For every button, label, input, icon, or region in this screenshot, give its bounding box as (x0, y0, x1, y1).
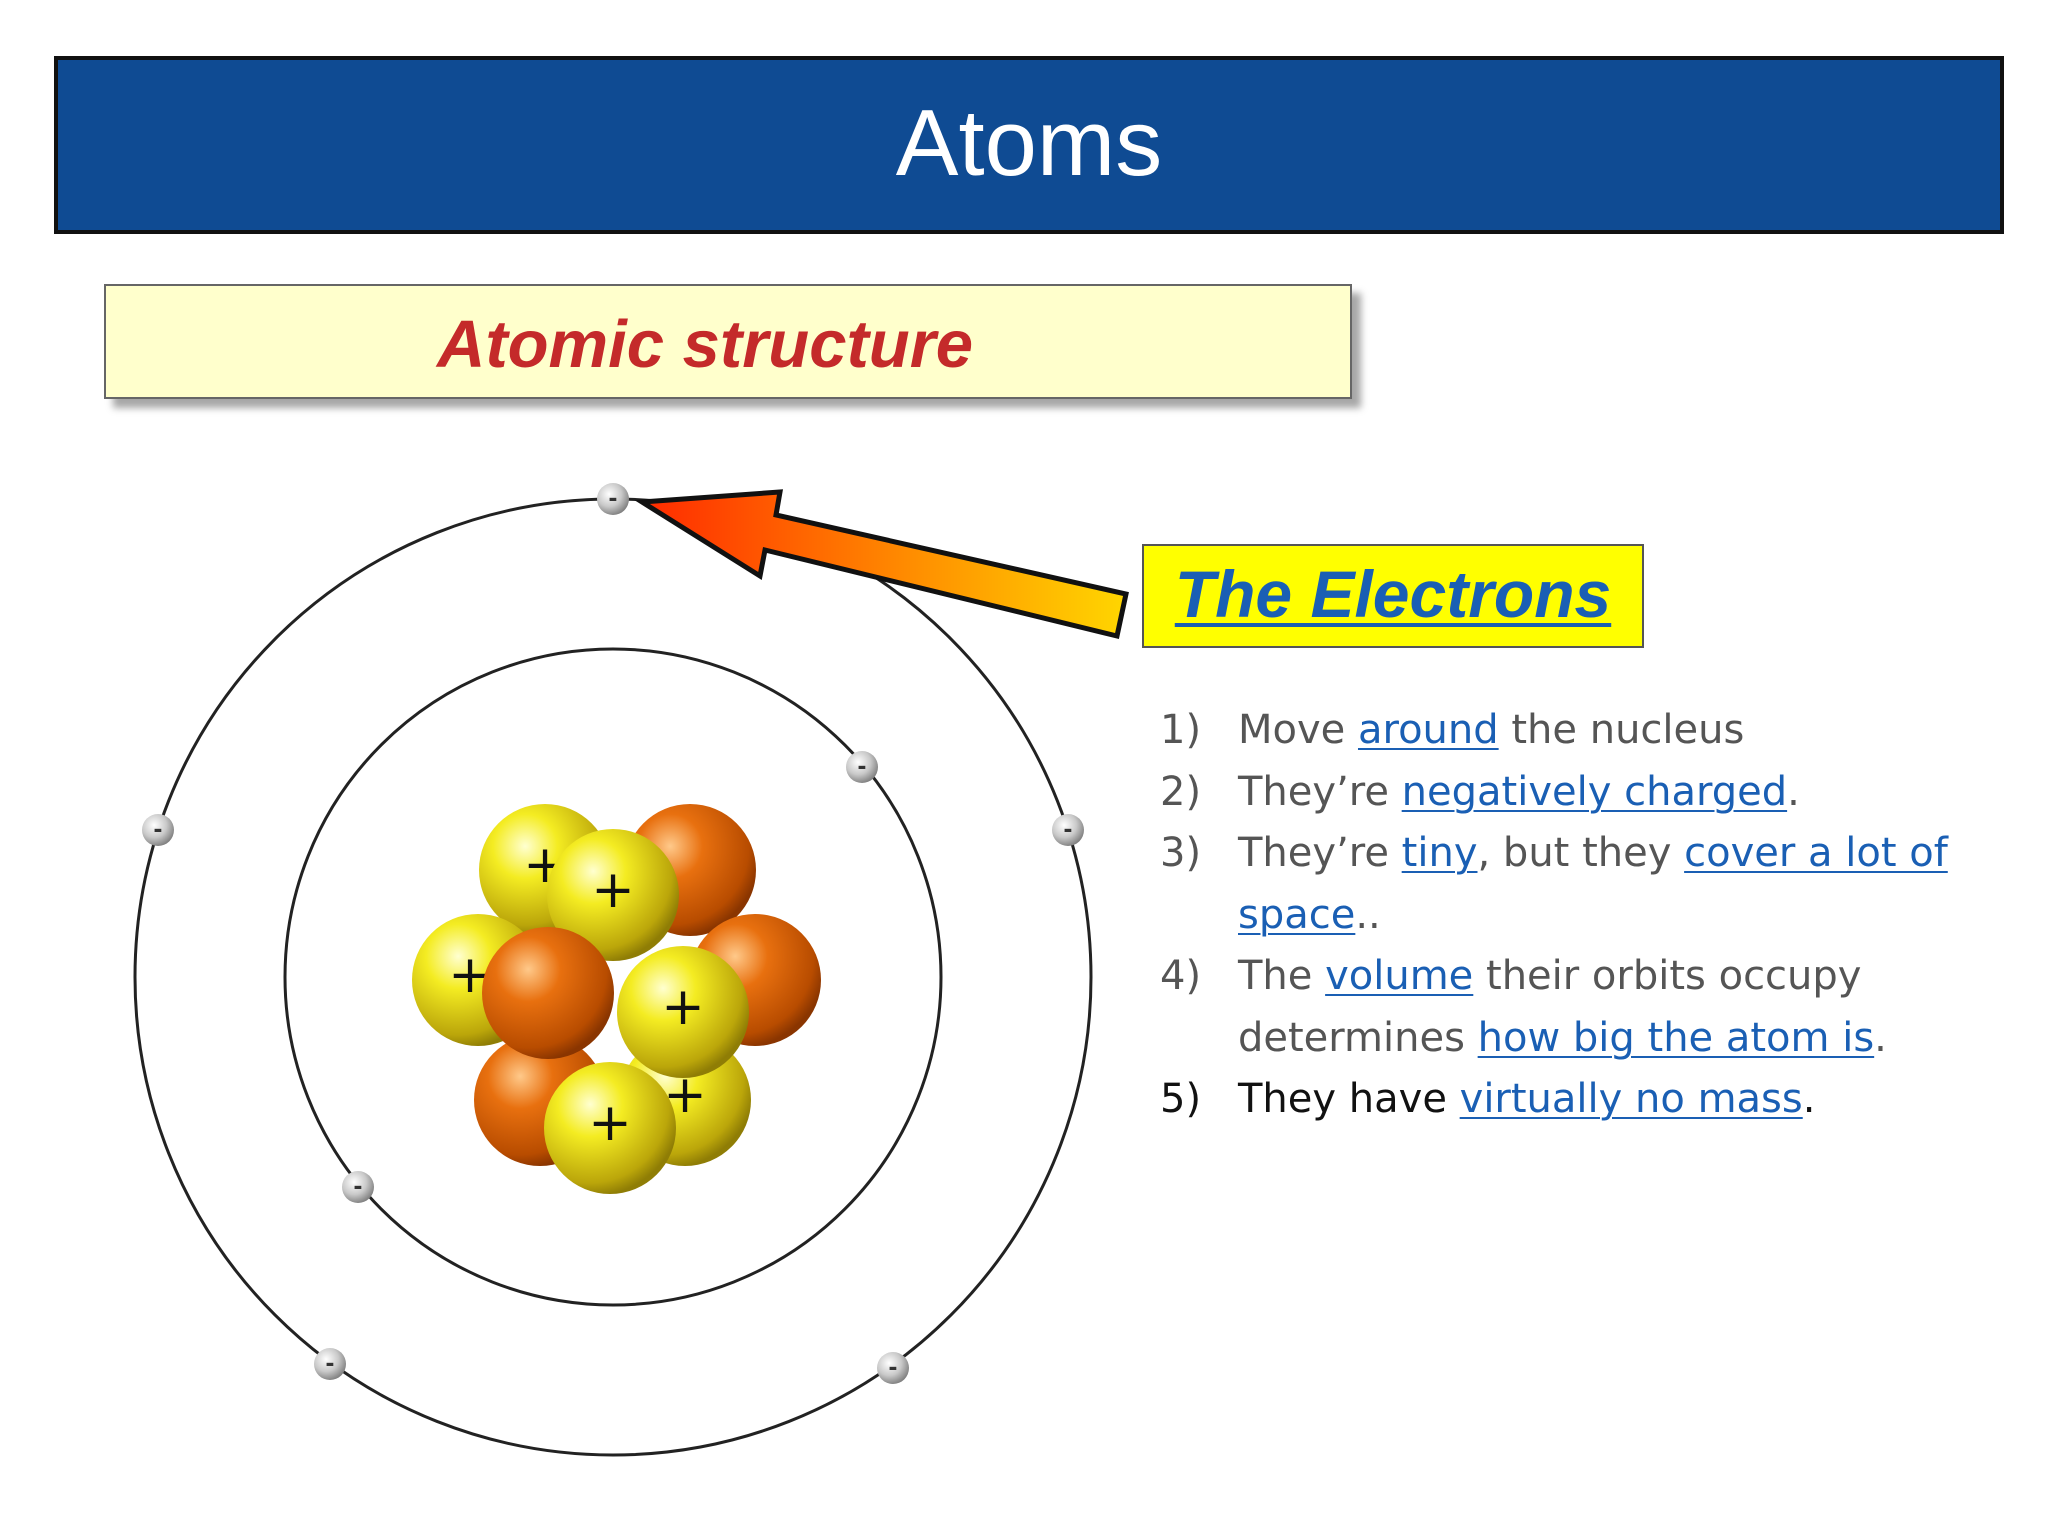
svg-text:-: - (857, 755, 866, 780)
neutron (482, 927, 614, 1059)
outer-orbit (133, 497, 1093, 1457)
fact-item: 1) Move around the nucleus (1160, 700, 1990, 762)
fact-text: The (1238, 953, 1326, 999)
electron: - (314, 1348, 346, 1380)
fact-text: . (1787, 768, 1800, 815)
fact-text: . (1802, 1076, 1816, 1122)
link-around[interactable]: around (1357, 707, 1499, 753)
fact-text: Move (1238, 707, 1358, 753)
proton-sign: + (588, 1093, 632, 1153)
fact-text: the nucleus (1498, 707, 1745, 753)
fact-text: They have (1238, 1076, 1460, 1122)
facts-list: 1) Move around the nucleus 2) They’re nega… (1160, 700, 1990, 1131)
fact-text: . (1874, 1014, 1887, 1061)
callout-box: The Electrons (1142, 544, 1644, 648)
fact-text: .. (1355, 891, 1381, 938)
link-volume[interactable]: volume (1325, 953, 1474, 999)
arrow-icon (634, 489, 1129, 640)
fact-item: 3) They’re tiny, but they cover a lot of … (1160, 823, 1990, 946)
svg-text:-: - (153, 818, 162, 843)
slide-title: Atoms (895, 90, 1163, 195)
title-bar: Atoms (54, 56, 2004, 234)
link-atom-size[interactable]: how big the atom is (1477, 1014, 1875, 1061)
svg-text:-: - (888, 1356, 897, 1381)
link-negatively-charged[interactable]: negatively charged (1401, 768, 1788, 815)
link-cover-space[interactable]: cover a lot of space (1238, 830, 1948, 938)
electron: - (342, 1171, 374, 1203)
proton (617, 946, 749, 1078)
fact-text: their orbits occupy determines (1238, 953, 1862, 1061)
fact-number: 3) (1160, 830, 1202, 876)
electron: - (597, 483, 629, 515)
fact-number: 1) (1160, 707, 1202, 753)
electron: - (846, 751, 878, 783)
subtitle-box: Atomic structure (104, 284, 1352, 399)
fact-item: 5) They have virtually no mass. (1160, 1069, 1990, 1131)
proton-sign: + (591, 860, 635, 920)
electrons: - - - - - - - (142, 483, 1084, 1384)
inner-orbit (283, 647, 943, 1307)
svg-text:-: - (325, 1352, 334, 1377)
fact-number: 5) (1160, 1076, 1202, 1122)
fact-item: 2) They’re negatively charged. (1160, 762, 1990, 824)
electron: - (142, 814, 174, 846)
svg-text:-: - (353, 1175, 362, 1200)
nucleus: + + + + + + (412, 804, 821, 1194)
svg-text:-: - (1063, 818, 1072, 843)
fact-text: , but they (1477, 830, 1685, 876)
slide-subtitle: Atomic structure (436, 307, 974, 382)
proton (544, 1062, 676, 1194)
proton (547, 829, 679, 961)
link-tiny[interactable]: tiny (1401, 830, 1478, 876)
fact-text: They’re (1238, 768, 1402, 815)
fact-number: 2) (1160, 768, 1202, 815)
fact-number: 4) (1160, 953, 1202, 999)
electron: - (877, 1352, 909, 1384)
fact-item: 4) The volume their orbits occupy determi… (1160, 946, 1990, 1069)
link-no-mass[interactable]: virtually no mass (1459, 1076, 1803, 1122)
electron: - (1052, 814, 1084, 846)
fact-text: They’re (1238, 830, 1402, 876)
callout-link[interactable]: The Electrons (1174, 557, 1612, 631)
proton-sign: + (661, 977, 705, 1037)
svg-text:-: - (608, 487, 617, 512)
